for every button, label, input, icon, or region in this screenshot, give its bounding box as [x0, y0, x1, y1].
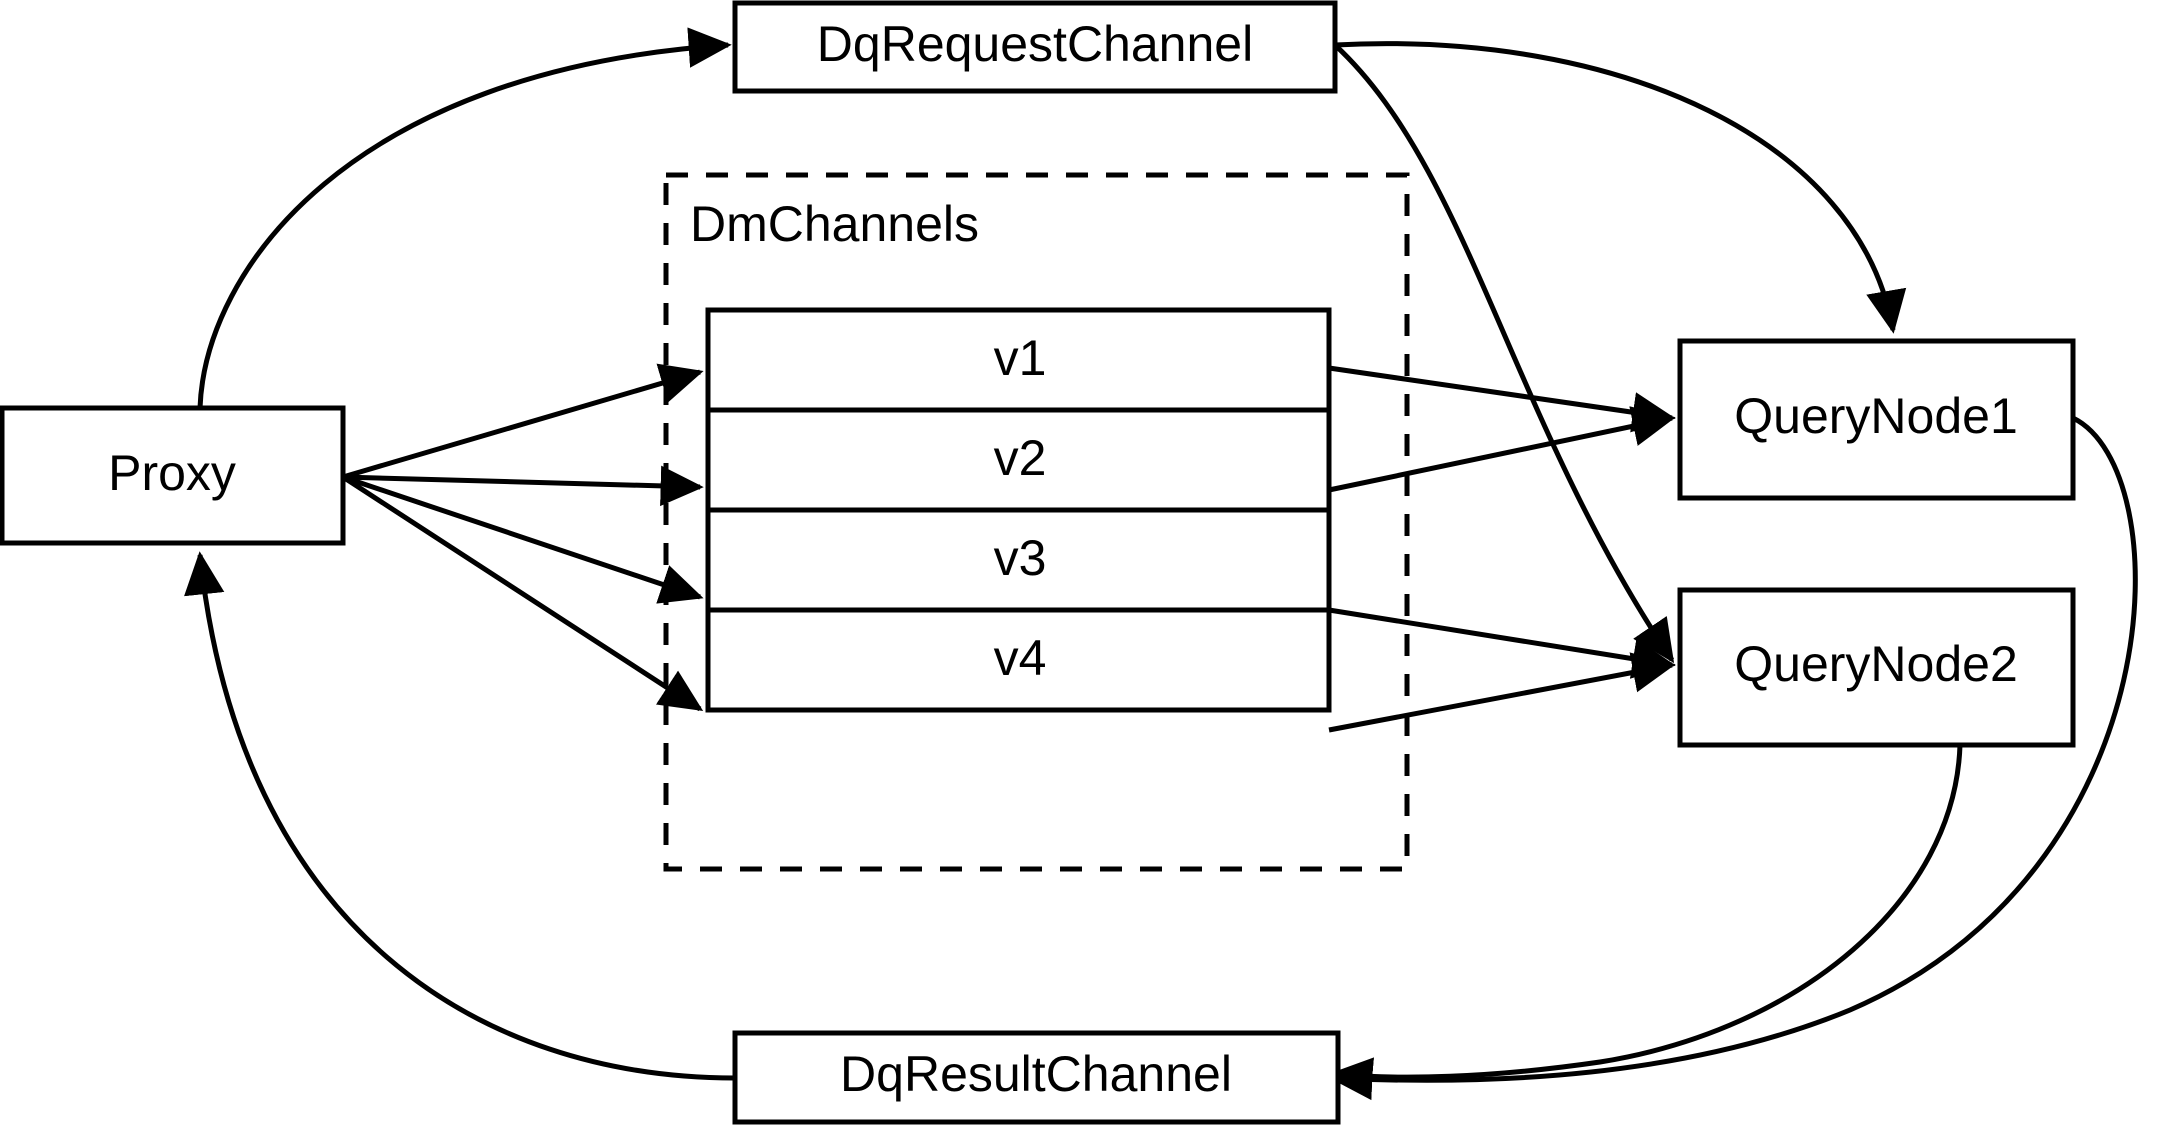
node-proxy[interactable] — [0, 405, 346, 546]
node-dq-result-channel[interactable] — [732, 1030, 1341, 1125]
channel-label-v1: v1 — [994, 330, 1047, 386]
node-querynode2[interactable] — [1677, 587, 2076, 748]
node-querynode1-label: QueryNode1 — [1734, 388, 2018, 444]
edge-v2-to-querynode1 — [1328, 406, 1676, 493]
edge-proxy-to-v3 — [342, 474, 704, 604]
dm-channels-group — [663, 172, 1410, 872]
node-dq-result-channel-label: DqResultChannel — [840, 1046, 1232, 1102]
dm-channels-label: DmChannels — [690, 196, 979, 252]
channel-label-v2: v2 — [994, 430, 1047, 486]
edge-dq-result-channel-to-proxy — [184, 551, 736, 1081]
node-querynode2-label: QueryNode2 — [1734, 636, 2018, 692]
edge-proxy-to-v1 — [342, 363, 704, 480]
node-dq-request-channel[interactable] — [732, 0, 1338, 94]
edge-dq-request-channel-to-querynode2 — [1333, 43, 1675, 664]
edge-querynode1-to-dq-result-channel — [1329, 415, 2138, 1101]
edge-v4-to-querynode2 — [1328, 652, 1676, 733]
edge-proxy-to-v2 — [342, 465, 704, 507]
edge-v3-to-querynode2 — [1328, 607, 1676, 679]
edge-proxy-to-dq-request-channel — [197, 27, 732, 409]
edge-querynode2-to-dq-result-channel — [1329, 744, 1963, 1098]
edge-v1-to-querynode1 — [1328, 365, 1676, 433]
node-dq-request-channel-label: DqRequestChannel — [817, 16, 1253, 72]
channel-label-v3: v3 — [994, 530, 1047, 586]
edge-proxy-to-v4 — [341, 474, 704, 712]
node-querynode1[interactable] — [1677, 338, 2076, 501]
edge-dq-request-channel-to-querynode1 — [1334, 41, 1907, 334]
node-proxy-label: Proxy — [108, 445, 236, 501]
channel-label-v4: v4 — [994, 630, 1047, 686]
